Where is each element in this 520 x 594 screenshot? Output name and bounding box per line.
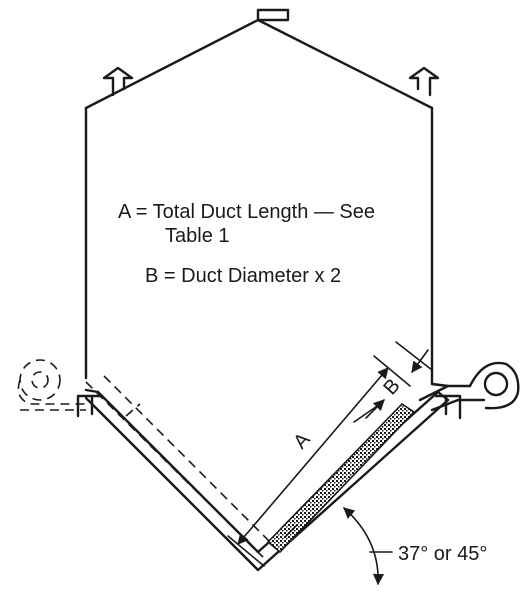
dimension-a xyxy=(227,355,411,567)
dimension-a-label: A xyxy=(289,428,315,453)
angle-indicator xyxy=(343,507,393,586)
legend-b-line: B = Duct Diameter x 2 xyxy=(145,265,341,287)
alternate-duct-dashed xyxy=(85,375,279,561)
legend-a-line1: A = Total Duct Length — See xyxy=(118,201,375,223)
angle-label: 37° or 45° xyxy=(398,543,487,565)
left-roof-vent-icon xyxy=(102,66,134,97)
legend-a-line2: Table 1 xyxy=(165,225,230,247)
dimension-b xyxy=(353,341,433,423)
fan-transition xyxy=(418,382,486,412)
left-support-lug xyxy=(76,394,104,418)
right-roof-vent-icon xyxy=(408,66,440,97)
aeration-fan-icon xyxy=(468,361,520,410)
bin-roof xyxy=(84,8,434,110)
alternate-fan-dashed-icon xyxy=(17,359,86,411)
aeration-duct xyxy=(266,402,416,554)
bin-walls xyxy=(84,106,434,386)
